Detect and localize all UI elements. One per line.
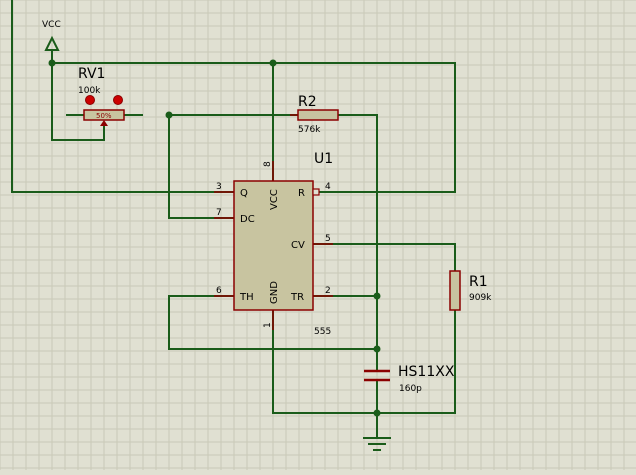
pin-name-q: Q bbox=[240, 188, 248, 199]
r1-value: 909k bbox=[469, 293, 492, 303]
u1-555-chip[interactable]: U1 555 Q DC TH R CV TR VCC GND 3 7 6 4 5… bbox=[214, 151, 333, 337]
pin-num-r: 4 bbox=[325, 182, 331, 192]
power-terminal-arrow-icon bbox=[44, 35, 60, 51]
capacitor[interactable]: HS11XX 160p bbox=[364, 364, 455, 394]
ground-symbol-icon bbox=[363, 437, 391, 451]
chip-pin-stubs bbox=[214, 161, 333, 330]
pin-name-tr: TR bbox=[290, 292, 304, 303]
wire-dc bbox=[168, 115, 234, 219]
junction-dot bbox=[48, 59, 56, 67]
pin-num-tr: 2 bbox=[325, 286, 331, 296]
pin-num-gnd: 1 bbox=[263, 322, 273, 328]
wire-r1-bottom bbox=[377, 310, 456, 414]
r1-body bbox=[449, 270, 461, 311]
wire-rv1-wiper bbox=[51, 63, 105, 141]
pin-name-dc: DC bbox=[240, 214, 255, 225]
r2-value: 576k bbox=[298, 125, 321, 135]
rv1-ref: RV1 bbox=[78, 66, 105, 82]
pin-num-vcc: 8 bbox=[263, 161, 273, 167]
pin-name-gnd: GND bbox=[269, 281, 280, 304]
pin-name-th: TH bbox=[239, 292, 254, 303]
probe-decrement-icon[interactable] bbox=[85, 95, 95, 105]
vcc-label: VCC bbox=[42, 20, 61, 30]
wire-cv bbox=[313, 243, 456, 271]
reset-inversion-icon bbox=[312, 188, 320, 196]
junction-dot bbox=[165, 111, 173, 119]
pin-name-r: R bbox=[298, 188, 305, 199]
rv1-wiper-arrow-icon bbox=[100, 120, 108, 126]
junction-dot bbox=[373, 409, 381, 417]
r1-resistor[interactable]: R1 909k bbox=[449, 270, 492, 311]
pin-num-cv: 5 bbox=[325, 234, 331, 244]
u1-part: 555 bbox=[314, 327, 331, 337]
vcc-terminal[interactable]: VCC bbox=[42, 20, 61, 51]
wire-r2-down bbox=[338, 114, 378, 371]
chip-body bbox=[233, 180, 314, 311]
junction-dot bbox=[373, 345, 381, 353]
wires bbox=[11, 0, 456, 438]
pin-name-cv: CV bbox=[291, 240, 305, 251]
r1-ref: R1 bbox=[469, 274, 488, 290]
r2-body bbox=[297, 109, 339, 121]
wire-gnd bbox=[272, 310, 377, 414]
u1-ref: U1 bbox=[314, 151, 333, 167]
junction-dot bbox=[373, 292, 381, 300]
pin-num-q: 3 bbox=[216, 182, 222, 192]
cap-value: 160p bbox=[399, 384, 422, 394]
cap-ref: HS11XX bbox=[398, 364, 455, 380]
rv1-wiper-value: 50% bbox=[96, 112, 112, 120]
r2-resistor[interactable]: R2 576k bbox=[290, 94, 339, 135]
pin-num-th: 6 bbox=[216, 286, 222, 296]
junction-dot bbox=[269, 59, 277, 67]
rv1-value: 100k bbox=[78, 86, 101, 96]
wire-q-loop bbox=[11, 0, 234, 193]
rv1-potentiometer[interactable]: 50% RV1 100k bbox=[78, 66, 125, 126]
r2-ref: R2 bbox=[298, 94, 317, 110]
wire-top-rail bbox=[52, 62, 456, 193]
probe-increment-icon[interactable] bbox=[113, 95, 123, 105]
pin-name-vcc: VCC bbox=[269, 189, 280, 210]
pin-num-dc: 7 bbox=[216, 208, 222, 218]
junctions bbox=[48, 59, 381, 417]
